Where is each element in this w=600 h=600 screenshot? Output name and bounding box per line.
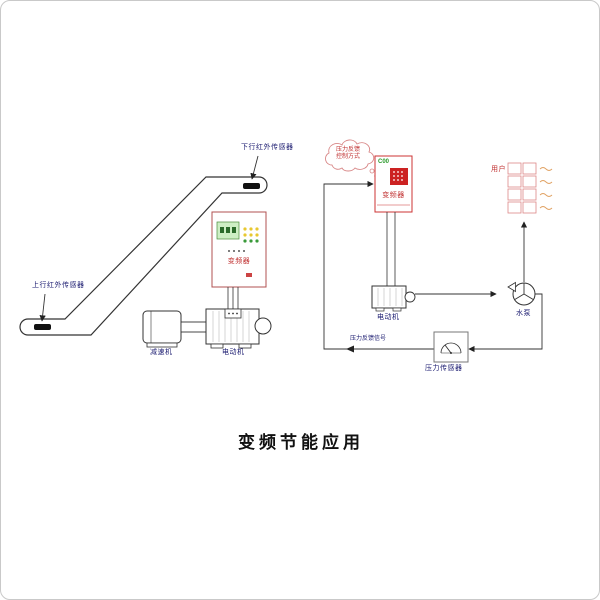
thought-cloud xyxy=(325,139,378,178)
reducer-machine xyxy=(142,310,207,348)
user-label: 用户 xyxy=(491,166,506,173)
heat-wave-icon xyxy=(539,167,553,210)
down-sensor-pointer-arrow xyxy=(250,155,259,180)
up-infrared-sensor-icon xyxy=(34,324,51,330)
inverter-left-wires xyxy=(227,287,239,309)
inverter-left-buttons xyxy=(243,227,259,243)
inverter-right-keypad xyxy=(390,168,408,185)
pump-label: 水泵 xyxy=(516,310,531,317)
motor-fins xyxy=(212,311,250,342)
cloud-text-line2: 控制方式 xyxy=(335,154,360,160)
feedback-signal-label: 压力反馈信号 xyxy=(350,336,387,342)
motor-left-label: 电动机 xyxy=(222,349,245,356)
reducer-label: 减速机 xyxy=(150,349,173,356)
motor-right-end-bell xyxy=(404,291,416,303)
pressure-sensor-box xyxy=(433,331,469,363)
page-title: 变频节能应用 xyxy=(238,433,364,452)
cloud-text-line1: 压力反馈 xyxy=(335,147,360,153)
motor-end-bell xyxy=(254,317,272,335)
motor-right-fins xyxy=(377,288,403,306)
gauge-arc xyxy=(440,342,462,354)
feedback-line-to-inverter xyxy=(323,180,434,353)
shaft-coupling xyxy=(180,321,207,333)
inverter-left-label: 变频器 xyxy=(227,258,251,265)
water-pump xyxy=(507,281,536,306)
inverter-left xyxy=(211,211,267,288)
escalator-shape xyxy=(19,155,268,336)
down-sensor-label: 下行红外传感器 xyxy=(241,144,294,151)
up-sensor-pointer-arrow xyxy=(39,293,46,322)
pump-to-sensor-line xyxy=(468,293,543,353)
up-sensor-label: 上行红外传感器 xyxy=(32,282,85,289)
inverter-right-label: 变频器 xyxy=(382,192,405,199)
motor-right-machine xyxy=(371,285,416,312)
inverter-right-wires xyxy=(386,212,396,286)
pressure-sensor-label: 压力传感器 xyxy=(425,365,463,372)
user-load-grid xyxy=(507,162,537,214)
gauge-needle xyxy=(444,344,452,354)
motor-right-label: 电动机 xyxy=(377,314,400,321)
down-infrared-sensor-icon xyxy=(243,183,260,189)
feedback-flow-arrow xyxy=(346,345,354,353)
pump-outlet-icon xyxy=(507,281,516,293)
inverter-right-display-code: C00 xyxy=(378,159,390,165)
motor-left-machine xyxy=(205,308,272,349)
inverter-right xyxy=(374,155,413,213)
